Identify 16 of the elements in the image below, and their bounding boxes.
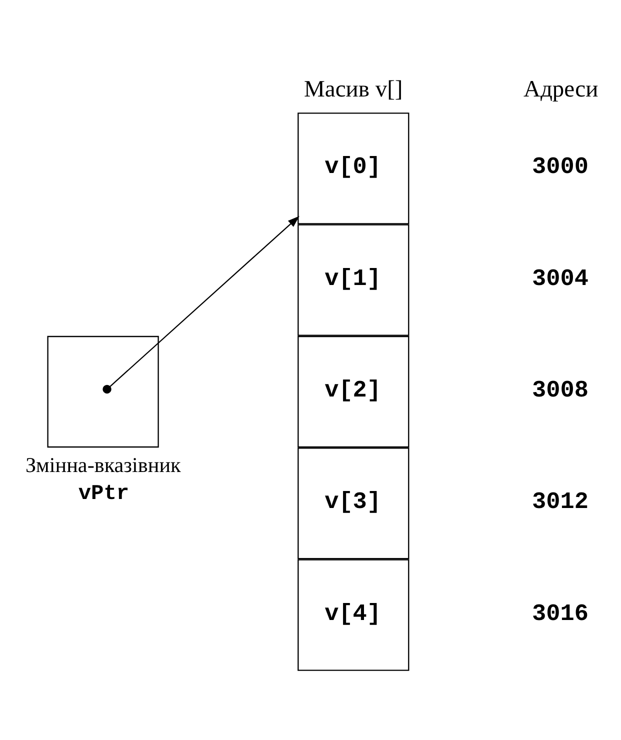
node-label: Змінна-вказівник [25, 453, 181, 478]
label: 3016 [532, 600, 588, 628]
arrow [102, 216, 300, 394]
node-box: v[2] [298, 336, 410, 448]
node-label: vPtr [78, 482, 130, 506]
node-box: v[3] [298, 448, 410, 560]
node-box: v[4] [298, 559, 410, 671]
node-box [47, 336, 159, 448]
label: 3004 [532, 266, 588, 293]
label: 3012 [532, 489, 588, 516]
label: 3000 [532, 154, 588, 182]
label: Масив v[] [304, 76, 403, 103]
label: 3008 [532, 377, 588, 404]
label: Адреси [523, 76, 598, 103]
node-box: v[0] [298, 112, 410, 224]
node-box: v[1] [298, 224, 410, 336]
